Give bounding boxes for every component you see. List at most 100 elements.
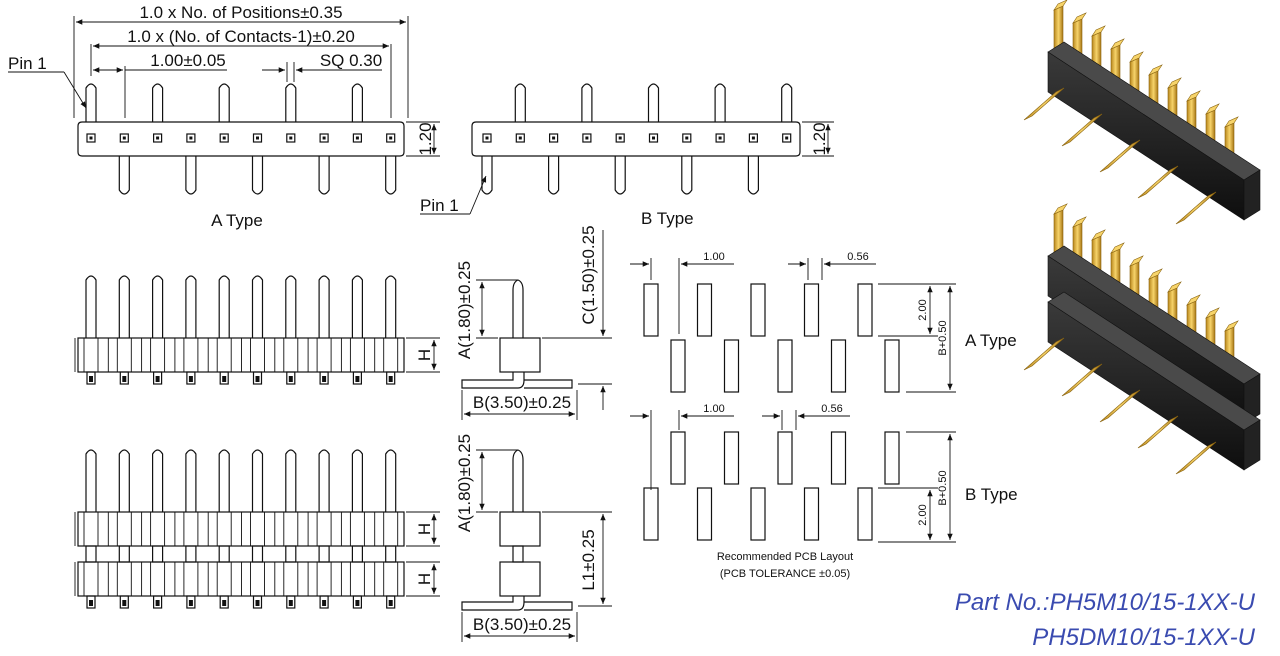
- front-pin-tail: [86, 371, 96, 385]
- top-a-pin-lead: [118, 156, 130, 195]
- top-a-pin-lead: [318, 156, 330, 195]
- front-pin: [351, 449, 363, 512]
- pitch-label: 1.00±0.05: [150, 51, 226, 70]
- front-pin-tail: [352, 595, 362, 609]
- top-b-pin-square: [648, 133, 659, 143]
- pcb-total-a-label: B+0.50: [937, 320, 949, 355]
- front-view-single: H: [74, 275, 440, 385]
- top-a-pin-square: [319, 133, 329, 143]
- pcb-caption-line2: (PCB TOLERANCE ±0.05): [720, 568, 850, 580]
- top-a-pin-lead: [251, 156, 264, 195]
- front-pin-tail: [219, 595, 229, 609]
- front-pin-tail: [186, 371, 196, 385]
- render-foot: [1099, 139, 1141, 173]
- pcb-pad: [696, 487, 713, 541]
- pcb-pad: [670, 431, 686, 485]
- front-pin-tail: [386, 371, 396, 385]
- pcb-pad: [803, 487, 820, 541]
- pcb-pad: [857, 283, 873, 337]
- front-pin-tail: [153, 371, 163, 385]
- top-view-b-type: 1.20 Pin 1 B Type: [420, 83, 834, 228]
- top-a-pin-square: [352, 133, 362, 143]
- top-b-pin-lead: [548, 156, 560, 195]
- front-pin-tail: [153, 595, 163, 609]
- top-b-pin-square: [515, 133, 525, 143]
- front-pin-tail: [319, 371, 329, 385]
- front-pin: [285, 275, 297, 338]
- connector-render-double: [1023, 203, 1261, 475]
- front-pin: [218, 449, 230, 512]
- foot-length-b2-label: B(3.50)±0.25: [473, 615, 571, 634]
- front-pin: [285, 449, 297, 512]
- pcb-pad: [777, 339, 793, 393]
- pcb-pad: [670, 339, 686, 393]
- h-label-2: H: [415, 523, 434, 535]
- top-a-pin-lead: [185, 156, 197, 195]
- top-b-pin-lead: [681, 156, 693, 195]
- front-pin: [185, 449, 197, 512]
- top-a-pin-lead: [85, 83, 97, 122]
- top-a-pin-lead: [285, 83, 297, 122]
- top-a-pin-square: [153, 133, 163, 143]
- front-pin: [152, 275, 164, 338]
- pcb-row-gap-b-label: 2.00: [917, 504, 929, 525]
- pcb-pad: [830, 431, 847, 485]
- front-pin-tail: [219, 371, 229, 385]
- pcb-pad: [750, 487, 766, 541]
- top-b-pin-lead: [514, 83, 526, 122]
- front-pin-tail: [352, 371, 362, 385]
- render-foot: [1175, 191, 1217, 225]
- top-b-pin-lead: [714, 83, 726, 122]
- front-pin-tail: [86, 595, 96, 609]
- top-a-pin-square: [119, 133, 129, 143]
- top-b-pin-square: [715, 133, 725, 143]
- pin-length-a-label: A(1.80)±0.25: [455, 261, 474, 359]
- top-b-pin-lead: [481, 156, 493, 195]
- front-pin-tail: [386, 595, 396, 609]
- part-number-line2: PH5DM10/15-1XX-U: [1032, 624, 1255, 651]
- pcb-pitch-b-label: 1.00: [703, 403, 724, 415]
- top-b-pin-square: [782, 133, 792, 143]
- render-foot: [1099, 389, 1141, 423]
- top-b-pin-lead: [614, 156, 626, 195]
- top-b-pin-square: [748, 133, 759, 143]
- pcb-pad: [696, 283, 713, 337]
- front-pin: [351, 275, 363, 338]
- front-pin-tail: [119, 595, 129, 609]
- layout-b-type-label: B Type: [965, 485, 1018, 504]
- front-view-double: H H: [74, 449, 440, 609]
- front-pin-tail: [286, 595, 296, 609]
- pin1-a-label: Pin 1: [8, 54, 47, 73]
- top-a-pin-square: [219, 133, 229, 143]
- top-a-pin-lead: [152, 83, 164, 122]
- front-pin: [118, 449, 130, 512]
- top-a-pin-square: [386, 133, 396, 143]
- top-a-pin-lead: [218, 83, 230, 122]
- front-pin: [385, 275, 397, 338]
- front-pin: [218, 275, 230, 338]
- render-foot: [1023, 87, 1065, 121]
- pcb-pitch-a-label: 1.00: [703, 251, 724, 263]
- front-pin: [318, 275, 330, 338]
- l1-label: L1±0.25: [579, 529, 598, 590]
- pin1-b-label: Pin 1: [420, 196, 459, 215]
- height-side-a-label: 1.20: [810, 122, 829, 155]
- front-pin: [385, 449, 397, 512]
- b-type-label: B Type: [641, 209, 694, 228]
- a-type-label: A Type: [211, 211, 263, 230]
- top-a-pin-square: [286, 133, 296, 143]
- top-b-pin-square: [615, 133, 625, 143]
- total-length-label: 1.0 x No. of Positions±0.35: [139, 3, 342, 22]
- layout-a-type-label: A Type: [965, 331, 1017, 350]
- pcb-pad: [723, 339, 740, 393]
- front-pin-tail: [252, 595, 263, 609]
- pcb-pad-width-a-label: 0.56: [847, 251, 868, 263]
- pcb-pad-width-b-label: 0.56: [821, 403, 842, 415]
- pin-square-label: SQ 0.30: [320, 51, 382, 70]
- side-view-single: A(1.80)±0.25 B(3.50)±0.25 C(1.50)±0.25: [455, 225, 612, 420]
- pcb-pad: [830, 339, 847, 393]
- top-b-pin-lead: [581, 83, 593, 122]
- pcb-pad: [643, 283, 659, 337]
- pcb-pad: [643, 487, 659, 541]
